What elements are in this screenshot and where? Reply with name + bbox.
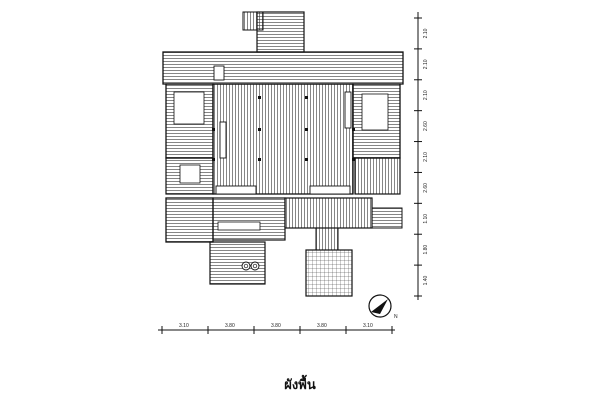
main-hall	[212, 83, 354, 195]
top-veranda	[162, 51, 404, 85]
structural-posts	[212, 96, 355, 161]
h-dim-label: 3.10	[179, 323, 189, 329]
h-dim-label: 3.80	[317, 323, 327, 329]
hall-furniture	[213, 65, 352, 195]
left-rooms	[165, 83, 214, 243]
h-dim-label: 3.10	[363, 323, 373, 329]
top-entrance	[242, 11, 305, 53]
v-dim-label: 2.10	[423, 152, 429, 162]
north-arrow: N	[368, 294, 398, 320]
vertical-dimension-line	[417, 12, 419, 300]
vertical-dimensions: 2.10 2.10 2.10 2.60 2.10 2.60 1.10 1.80 1.40	[414, 17, 429, 297]
north-label: N	[394, 314, 398, 320]
v-dim-label: 1.10	[423, 214, 429, 224]
lower-deck	[212, 197, 373, 241]
v-dim-label: 2.60	[423, 121, 429, 131]
v-dim-label: 2.10	[423, 90, 429, 100]
v-dim-label: 2.10	[423, 28, 429, 38]
horizontal-dimensions: 3.10 3.80 3.80 3.80 3.10	[161, 323, 393, 334]
h-dim-label: 3.80	[271, 323, 281, 329]
right-rooms	[352, 83, 403, 229]
v-dim-label: 2.10	[423, 59, 429, 69]
bottom-entrance	[305, 227, 353, 297]
wash-basins	[241, 261, 260, 271]
v-dim-label: 1.40	[423, 275, 429, 285]
v-dim-label: 2.60	[423, 183, 429, 193]
v-dim-label: 1.80	[423, 245, 429, 255]
plan-caption: ผังพื้น	[284, 378, 316, 393]
h-dim-label: 3.80	[225, 323, 235, 329]
